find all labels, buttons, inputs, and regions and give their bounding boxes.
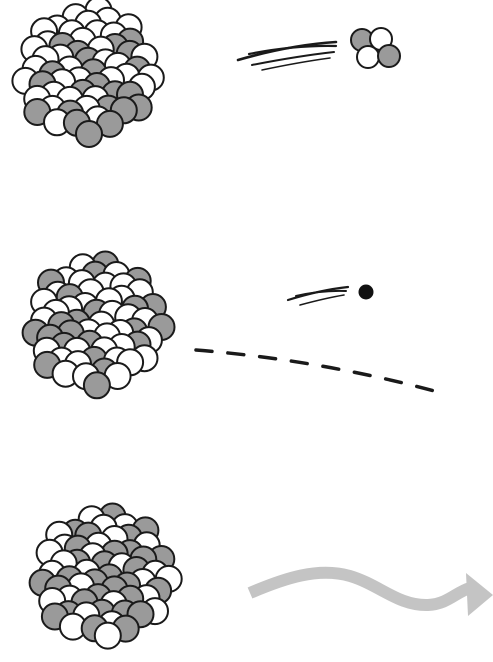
- neutron: [95, 623, 121, 649]
- beta-particle: [359, 285, 374, 300]
- proton: [84, 372, 110, 398]
- proton: [378, 45, 400, 67]
- proton: [76, 121, 102, 147]
- neutron: [357, 46, 379, 68]
